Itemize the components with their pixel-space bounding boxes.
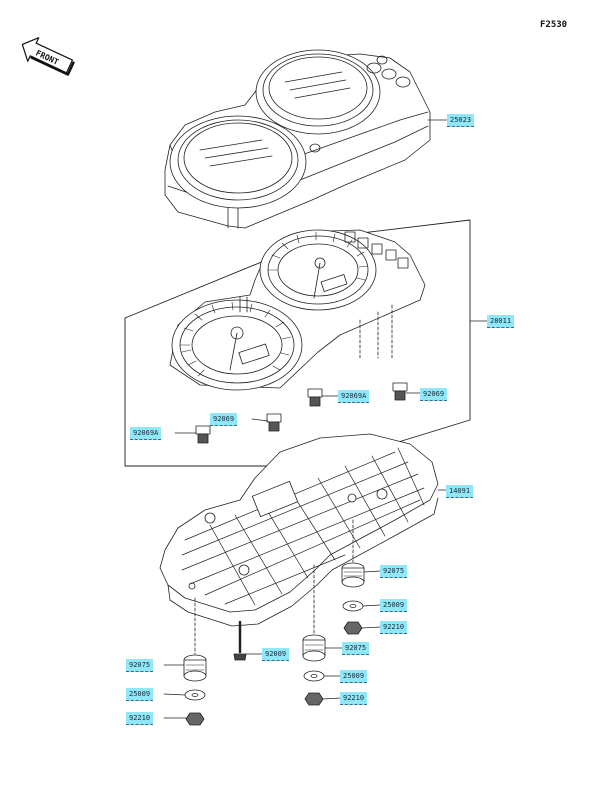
part-label-14091[interactable]: 14091 <box>446 485 474 498</box>
part-label-25009[interactable]: 25009 <box>340 670 368 683</box>
part-label-92210[interactable]: 92210 <box>126 712 154 725</box>
front-arrow-icon: FRONT <box>21 37 75 76</box>
part-label-92069A[interactable]: 92069A <box>338 390 370 403</box>
lower-case-drawing <box>159 433 439 627</box>
part-label-92069[interactable]: 92069 <box>210 413 238 426</box>
meter-cover-drawing <box>164 49 431 229</box>
part-label-92210[interactable]: 92210 <box>340 692 368 705</box>
part-label-92069A[interactable]: 92069A <box>130 427 162 440</box>
leader-lines <box>163 119 488 719</box>
part-label-92210[interactable]: 92210 <box>380 621 408 634</box>
hardware-drawings <box>183 519 365 726</box>
bulb-socket-drawings <box>195 382 408 444</box>
part-label-92009[interactable]: 92009 <box>262 648 290 661</box>
part-label-92075[interactable]: 92075 <box>342 642 370 655</box>
meter-assembly-drawing <box>124 219 471 467</box>
part-label-25023[interactable]: 25023 <box>447 114 475 127</box>
figure-code: F2530 <box>540 20 568 30</box>
part-label-28011[interactable]: 28011 <box>487 315 515 328</box>
part-label-25009[interactable]: 25009 <box>380 599 408 612</box>
part-label-92075[interactable]: 92075 <box>126 659 154 672</box>
part-label-92075[interactable]: 92075 <box>380 565 408 578</box>
part-label-92069[interactable]: 92069 <box>420 388 448 401</box>
part-label-25009[interactable]: 25009 <box>126 688 154 701</box>
